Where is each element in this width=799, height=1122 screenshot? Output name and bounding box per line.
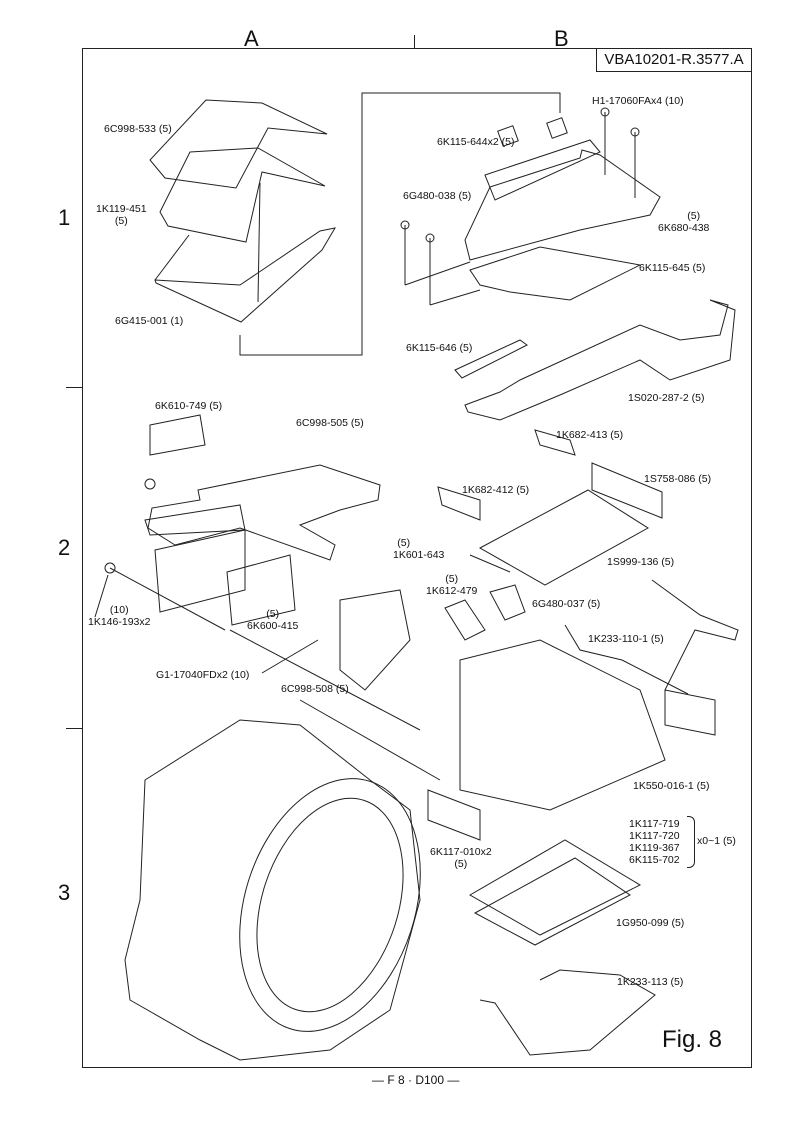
part-code: 1K117-720 [629, 830, 680, 842]
part-label-1k550-016-1: 1K550-016-1 (5) [633, 780, 710, 792]
part-label-1k119-451: 1K119-451 (5) [96, 203, 147, 227]
column-label-b: B [554, 26, 569, 51]
part-label-6c998-505: 6C998-505 (5) [296, 417, 364, 429]
part-label-6k115-645: 6K115-645 (5) [639, 262, 706, 274]
part-code: 6K600-415 [247, 620, 299, 632]
focusing-screen-parts [339, 429, 739, 841]
reference-code: VBA10201-R.3577.A [596, 48, 752, 72]
column-divider-tick [414, 35, 415, 48]
part-label-6g415-001: 6G415-001 (1) [115, 315, 184, 327]
shutter-module-parts [94, 414, 441, 781]
figure-label: Fig. 8 [662, 1026, 723, 1053]
part-label-1k601-643: (5) 1K601-643 [393, 537, 444, 561]
mirror-box-parts [124, 719, 656, 1061]
part-label-6k115-644: 6K115-644x2 (5) [437, 136, 515, 148]
part-code: 1K119-451 [96, 203, 147, 215]
part-code: 1K612-479 [426, 585, 478, 597]
part-qty-group: x0~1 (5) [697, 835, 736, 847]
part-label-6k115-646: 6K115-646 (5) [406, 342, 473, 354]
part-label-6k680-438: (5) 6K680-438 [658, 210, 709, 234]
lever-parts [454, 299, 736, 421]
part-code: 1K117-719 [629, 818, 680, 830]
part-label-6c998-533: 6C998-533 (5) [104, 123, 172, 135]
part-label-6g480-038: 6G480-038 (5) [403, 190, 472, 202]
part-qty: (5) [397, 537, 411, 549]
part-qty: (5) [114, 215, 128, 227]
part-qty: (5) [445, 573, 459, 585]
row-label-2: 2 [58, 535, 71, 560]
part-label-1g950-099: 1G950-099 (5) [616, 917, 685, 929]
part-label-1s758-086: 1S758-086 (5) [644, 473, 712, 485]
part-label-1k233-113: 1K233-113 (5) [617, 976, 684, 988]
part-label-group-alternates: 1K117-719 1K117-720 1K119-367 6K115-702 [629, 818, 680, 866]
part-label-6k610-749: 6K610-749 (5) [155, 400, 223, 412]
part-label-1s999-136: 1S999-136 (5) [607, 556, 675, 568]
part-label-1k233-110-1: 1K233-110-1 (5) [588, 633, 664, 645]
part-label-1k682-412: 1K682-412 (5) [462, 484, 530, 496]
diagram-frame [82, 48, 752, 1068]
column-label-a: A [244, 26, 259, 51]
part-label-6k600-415: (5) 6K600-415 [247, 608, 298, 632]
part-label-g1-17040fd: G1-17040FDx2 (10) [156, 669, 250, 681]
part-code: 1K146-193x2 [88, 616, 151, 628]
row-label-3: 3 [58, 880, 71, 905]
group-brace [687, 816, 695, 868]
part-qty: (5) [454, 858, 468, 870]
part-code: 1K119-367 [629, 842, 680, 854]
part-code: 1K601-643 [393, 549, 445, 561]
part-code: 6K115-702 [629, 854, 680, 866]
part-qty: (5) [266, 608, 280, 620]
part-label-1k146-193: (10) 1K146-193x2 [88, 604, 150, 628]
row-divider-tick-1 [66, 387, 82, 388]
part-code: 6K680-438 [658, 222, 710, 234]
row-label-1: 1 [58, 205, 71, 230]
part-label-6c998-508: 6C998-508 (5) [281, 683, 349, 695]
page-footer: — F 8 · D100 — [372, 1073, 460, 1087]
part-label-1k682-413: 1K682-413 (5) [556, 429, 624, 441]
part-code: 6K117-010x2 [430, 846, 492, 858]
finder-cover-parts [149, 99, 337, 323]
row-divider-tick-2 [66, 728, 82, 729]
part-qty: (10) [109, 604, 129, 616]
part-label-1k612-479: (5) 1K612-479 [426, 573, 477, 597]
finder-bracket-assembly [400, 107, 661, 306]
part-label-6g480-037: 6G480-037 (5) [532, 598, 601, 610]
part-label-h1-17060fa: H1-17060FAx4 (10) [592, 95, 684, 107]
part-label-1s020-287-2: 1S020-287-2 (5) [628, 392, 705, 404]
part-qty: (5) [687, 210, 701, 222]
part-label-6k117-010: 6K117-010x2 (5) [430, 846, 492, 870]
group-bracket [239, 92, 561, 356]
